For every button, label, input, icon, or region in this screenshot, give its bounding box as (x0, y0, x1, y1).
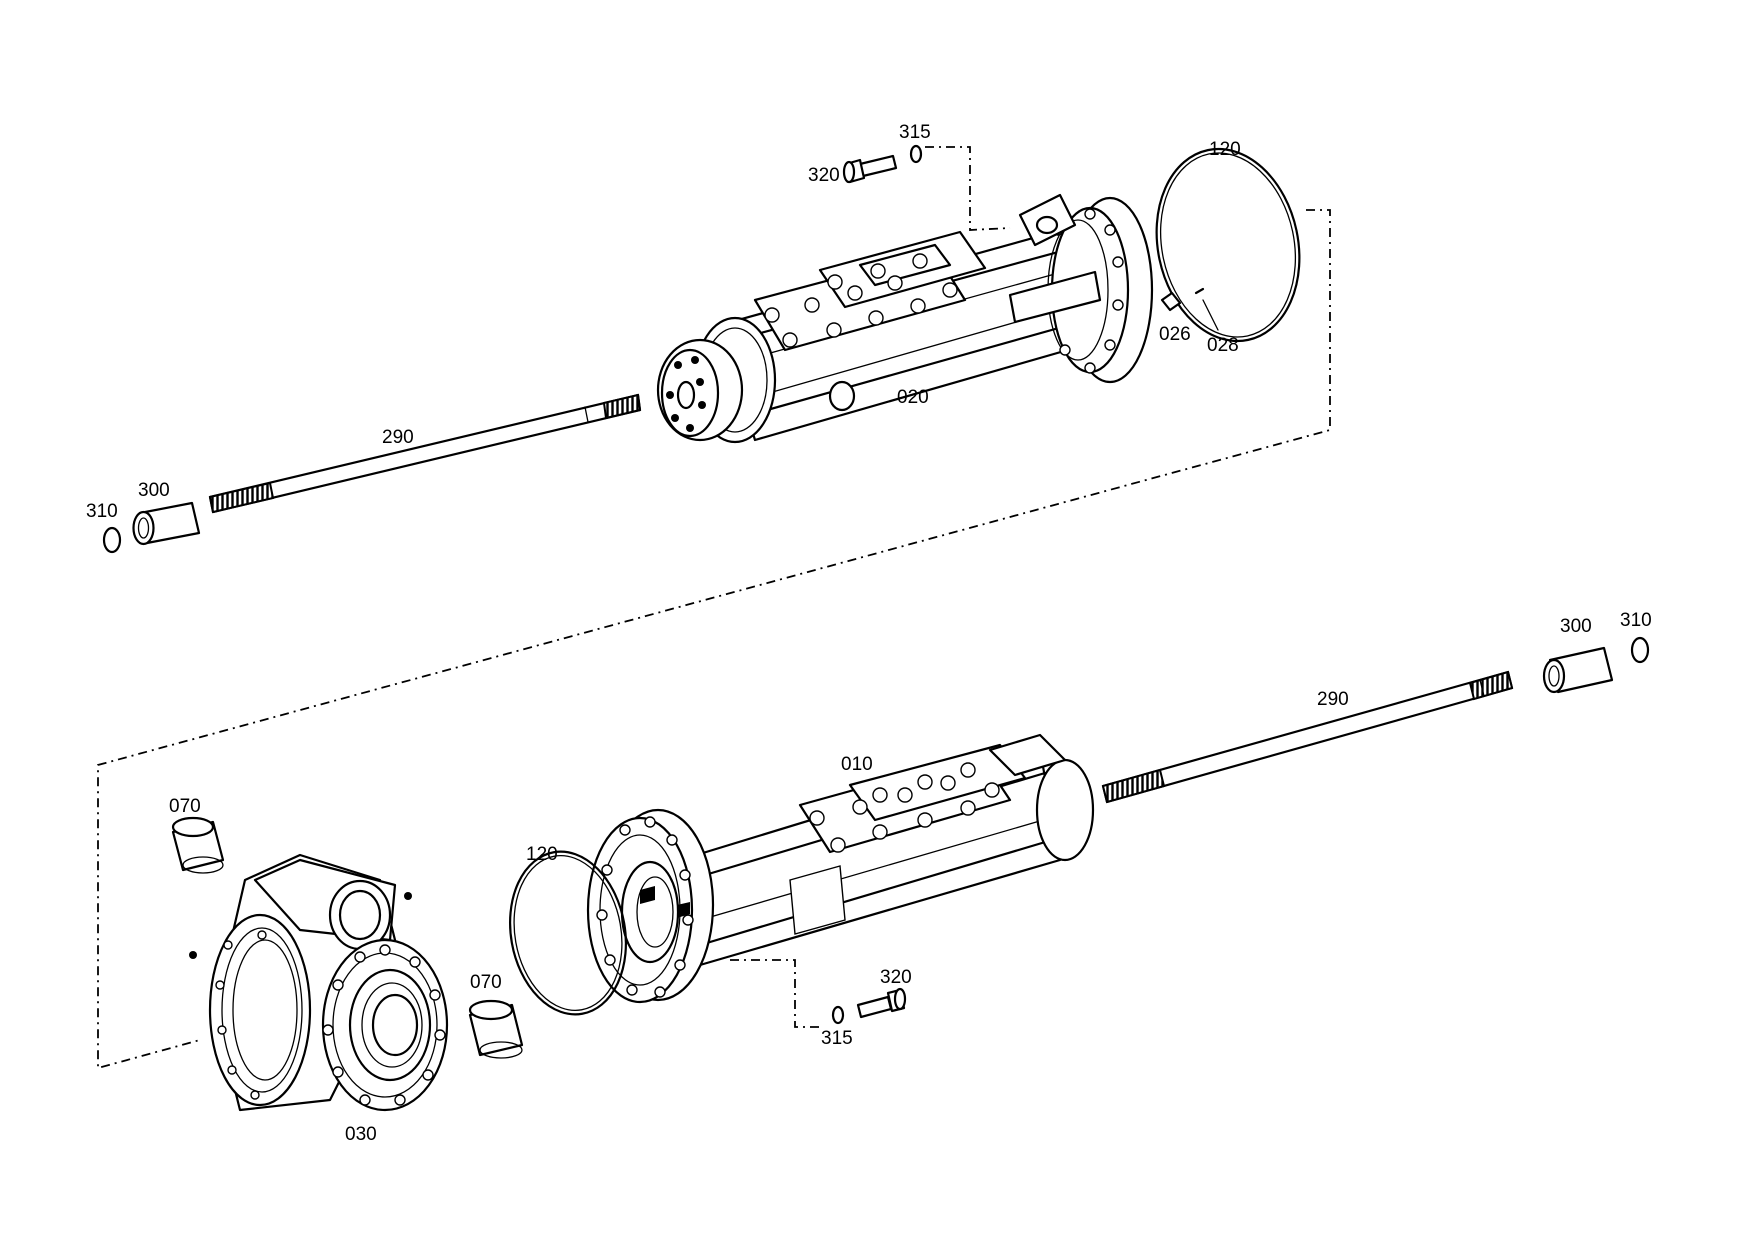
key-026 (1160, 291, 1182, 312)
sleeve-top (132, 501, 201, 546)
label-030: 030 (345, 1124, 377, 1145)
label-310-top: 310 (86, 501, 118, 522)
label-320-top: 320 (808, 165, 840, 186)
label-028: 028 (1207, 335, 1239, 356)
label-320-bottom: 320 (880, 967, 912, 988)
label-026: 026 (1159, 324, 1191, 345)
part-labels: 315 320 120 026 028 020 290 300 310 300 … (86, 122, 1652, 1145)
label-020: 020 (897, 387, 929, 408)
leader-main-diagonal (97, 209, 1331, 1070)
label-315-bottom: 315 (821, 1028, 853, 1049)
pin-028 (1194, 287, 1205, 295)
leader-lines (97, 146, 1331, 1070)
washer-bottom (831, 1005, 845, 1025)
seal-ring-top (102, 526, 122, 554)
dowel-left (189, 951, 197, 959)
drive-shaft-top (208, 393, 642, 514)
sleeve-bottom (1542, 646, 1614, 694)
dowel-right (404, 892, 412, 900)
label-120-bottom: 120 (526, 844, 558, 865)
bolt-bottom (856, 987, 907, 1019)
label-010: 010 (841, 754, 873, 775)
axle-housing-020 (656, 193, 1154, 444)
bushing-070-a (171, 816, 225, 874)
bushing-070-b (468, 999, 524, 1059)
label-290-bottom: 290 (1317, 689, 1349, 710)
washer-top (909, 144, 923, 164)
o-ring-top (1155, 147, 1301, 343)
axle-housing-010 (586, 733, 1095, 1004)
label-300-bottom: 300 (1560, 616, 1592, 637)
seal-ring-bottom (1630, 636, 1650, 664)
label-120-top: 120 (1209, 139, 1241, 160)
leader-bottom-bolt (730, 959, 823, 1028)
label-070-b: 070 (470, 972, 502, 993)
carrier-030 (208, 853, 449, 1112)
leader-top-bolt (925, 146, 1011, 231)
o-ring-bottom (508, 850, 628, 1016)
drive-shaft-bottom (1101, 670, 1514, 804)
label-315-top: 315 (899, 122, 931, 143)
label-290-top: 290 (382, 427, 414, 448)
label-300-top: 300 (138, 480, 170, 501)
label-310-bottom: 310 (1620, 610, 1652, 631)
bolt-top (842, 154, 898, 184)
label-070-a: 070 (169, 796, 201, 817)
